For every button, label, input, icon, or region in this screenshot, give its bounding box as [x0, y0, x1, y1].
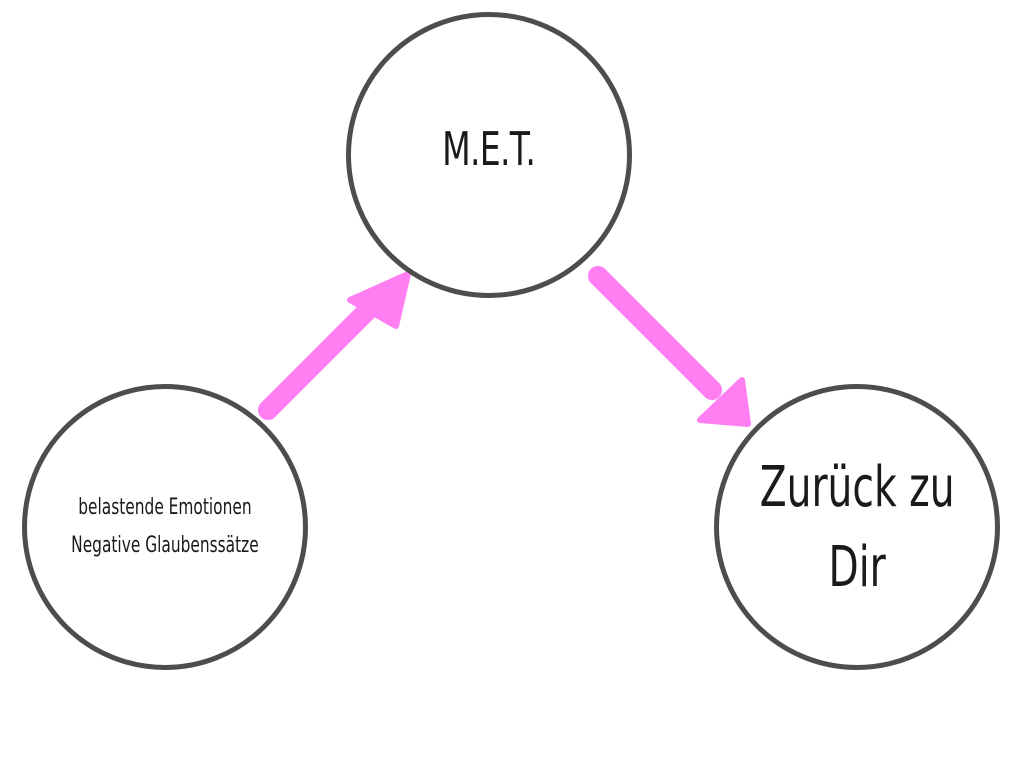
arrow-left-to-top [258, 271, 411, 420]
node-left-line-2: Negative Glaubenssätze [71, 533, 259, 558]
node-left-line-1: belastende Emotionen [78, 495, 252, 520]
node-right-label: Zurück zu Dir [760, 448, 955, 608]
node-belastende-emotionen: belastende Emotionen Negative Glaubenssä… [22, 384, 308, 670]
node-right-line-1: Zurück zu [759, 455, 955, 520]
node-met: M.E.T. [346, 12, 632, 298]
arrow-top-to-right [588, 266, 751, 427]
node-right-line-2: Dir [828, 535, 886, 600]
node-met-label: M.E.T. [442, 122, 536, 176]
node-zurueck-zu-dir: Zurück zu Dir [714, 384, 1000, 670]
node-left-label: belastende Emotionen Negative Glaubenssä… [71, 489, 259, 565]
